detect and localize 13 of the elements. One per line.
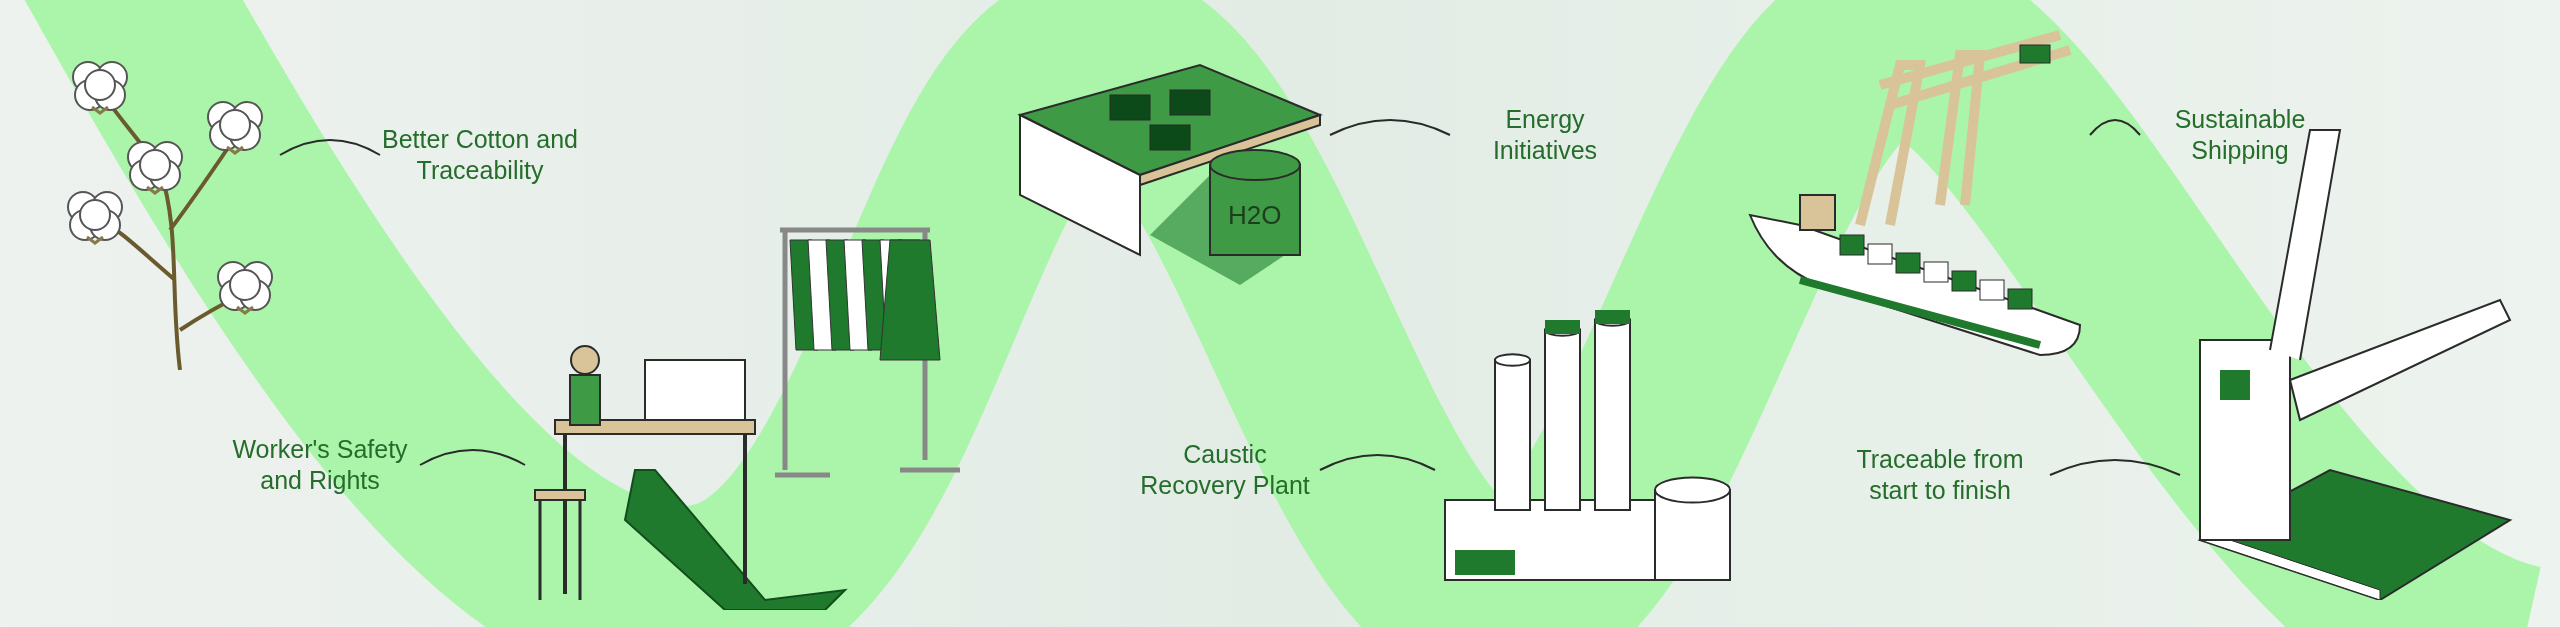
annotation-text: Better Cotton and Traceability (381, 123, 579, 186)
tank-label: H2O (1228, 200, 1282, 231)
annotation-text: Caustic Recovery Plant (1139, 438, 1311, 501)
annotation-text: Traceable from start to finish (1855, 443, 2025, 506)
annotation-text: Energy Initiatives (1491, 103, 1599, 166)
leader-line (279, 139, 381, 156)
leader-line (1329, 119, 1451, 136)
leader-line (2089, 119, 2141, 136)
leader-line (2049, 459, 2181, 476)
leader-line (1319, 454, 1436, 471)
leader-line (419, 449, 526, 466)
annotation-text: Worker's Safety and Rights (231, 433, 409, 496)
annotation-text: Sustainable Shipping (2173, 103, 2307, 166)
